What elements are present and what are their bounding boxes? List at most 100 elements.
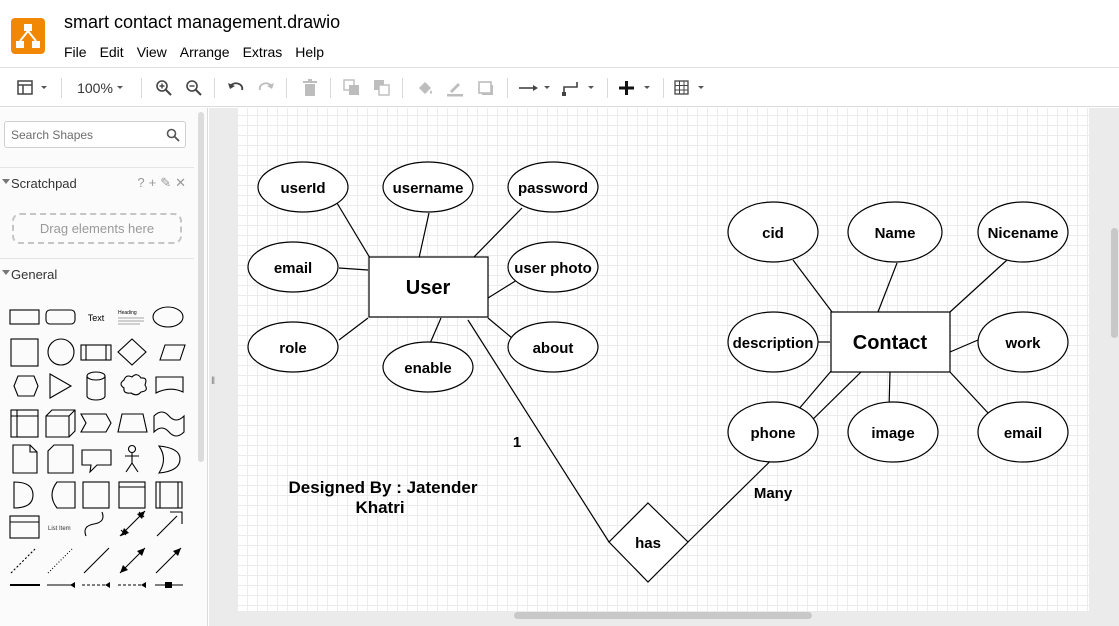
- shape-triangle[interactable]: [49, 373, 73, 399]
- attribute-cid[interactable]: [727, 201, 819, 263]
- entity-contact[interactable]: [830, 311, 951, 373]
- shape-dashed-line[interactable]: [10, 547, 37, 574]
- shadow-icon[interactable]: [474, 69, 498, 107]
- general-header[interactable]: General: [0, 258, 194, 288]
- search-input[interactable]: [11, 126, 161, 144]
- attribute-contact-email[interactable]: [977, 401, 1069, 463]
- shape-list-item[interactable]: List Item: [48, 526, 71, 532]
- insert-icon[interactable]: [617, 69, 655, 107]
- menu-arrange[interactable]: Arrange: [179, 44, 230, 60]
- shape-callout[interactable]: [81, 449, 112, 474]
- shape-cylinder[interactable]: [86, 371, 106, 401]
- attribute-name[interactable]: [847, 201, 943, 263]
- table-icon[interactable]: [672, 69, 710, 107]
- shape-list[interactable]: [9, 515, 40, 539]
- drawio-logo-icon[interactable]: [11, 18, 45, 54]
- menu-help[interactable]: Help: [295, 44, 325, 60]
- attribute-userid[interactable]: [257, 161, 349, 213]
- attribute-role[interactable]: [247, 321, 339, 373]
- shape-diamond[interactable]: [117, 338, 147, 366]
- attribute-about[interactable]: [507, 321, 599, 373]
- close-icon[interactable]: ✕: [175, 175, 186, 190]
- to-back-icon[interactable]: [370, 69, 394, 107]
- zoom-out-icon[interactable]: [182, 69, 206, 107]
- attribute-phone[interactable]: [727, 401, 819, 463]
- to-front-icon[interactable]: [340, 69, 364, 107]
- shape-process[interactable]: [80, 344, 112, 361]
- relationship-has[interactable]: [608, 502, 689, 583]
- fill-color-icon[interactable]: [413, 69, 437, 107]
- shape-circle[interactable]: [47, 338, 75, 366]
- delete-icon[interactable]: [298, 69, 322, 107]
- menu-view[interactable]: View: [136, 44, 167, 60]
- attribute-nicename[interactable]: [977, 201, 1069, 263]
- shape-or[interactable]: [157, 445, 181, 474]
- search-icon[interactable]: [166, 128, 180, 147]
- attribute-image[interactable]: [847, 401, 939, 463]
- connection-icon[interactable]: [516, 69, 554, 107]
- vertical-scrollbar[interactable]: [1111, 228, 1118, 338]
- shape-arrow[interactable]: [156, 511, 183, 537]
- shape-container[interactable]: [82, 481, 110, 509]
- sidebar-scrollbar[interactable]: [198, 112, 204, 462]
- menu-file[interactable]: File: [64, 44, 87, 60]
- shape-heading[interactable]: Heading: [118, 310, 137, 316]
- attribute-username[interactable]: [382, 161, 474, 213]
- shape-data-storage[interactable]: [51, 481, 76, 509]
- horizontal-scrollbar[interactable]: [514, 612, 812, 619]
- format-panel-icon[interactable]: [12, 69, 52, 107]
- shape-ellipse[interactable]: [152, 306, 184, 328]
- help-icon[interactable]: ?: [137, 175, 145, 190]
- scratchpad-header[interactable]: Scratchpad ? + ✎ ✕: [0, 167, 194, 197]
- shape-parallelogram[interactable]: [159, 344, 186, 361]
- collapse-arrow-icon: [2, 270, 10, 275]
- shape-dotted-line[interactable]: [47, 547, 74, 574]
- shape-internal-storage[interactable]: [10, 409, 39, 438]
- scratchpad-drop-zone[interactable]: Drag elements here: [12, 213, 182, 244]
- waypoints-icon[interactable]: [560, 69, 598, 107]
- add-icon[interactable]: +: [148, 175, 157, 190]
- shape-vertical-container[interactable]: [155, 481, 183, 509]
- document-title[interactable]: smart contact management.drawio: [64, 12, 341, 32]
- shape-swimlane[interactable]: [118, 481, 146, 509]
- attribute-work[interactable]: [977, 311, 1069, 373]
- zoom-in-icon[interactable]: [152, 69, 176, 107]
- shape-square[interactable]: [10, 338, 39, 367]
- shape-cube[interactable]: [45, 409, 76, 438]
- attribute-enable[interactable]: [382, 341, 474, 393]
- edit-icon[interactable]: ✎: [160, 175, 172, 190]
- entity-user[interactable]: [368, 256, 489, 318]
- diagram-canvas[interactable]: ‖: [209, 108, 1119, 626]
- shape-text[interactable]: Text: [88, 313, 105, 323]
- shape-line[interactable]: [83, 547, 110, 574]
- menu-extras[interactable]: Extras: [242, 44, 283, 60]
- shape-trapezoid[interactable]: [117, 413, 148, 433]
- shape-tape[interactable]: [153, 411, 185, 437]
- undo-icon[interactable]: [224, 69, 248, 107]
- shape-note[interactable]: [12, 444, 38, 474]
- entity-user-label: User: [406, 277, 451, 299]
- line-color-icon[interactable]: [443, 69, 467, 107]
- shape-step[interactable]: [80, 413, 112, 433]
- attribute-user-photo[interactable]: [507, 241, 599, 293]
- menu-bar: File Edit View Arrange Extras Help: [64, 44, 337, 60]
- attribute-description[interactable]: [727, 311, 819, 373]
- redo-icon[interactable]: [254, 69, 278, 107]
- shape-rounded-rectangle[interactable]: [45, 309, 76, 325]
- attribute-phone-label: phone: [751, 425, 796, 442]
- attribute-password[interactable]: [507, 161, 599, 213]
- zoom-select[interactable]: 100%: [72, 69, 132, 107]
- attribute-email[interactable]: [247, 241, 339, 293]
- shape-cloud[interactable]: [120, 374, 147, 396]
- attribute-name-label: Name: [875, 225, 916, 242]
- menu-edit[interactable]: Edit: [99, 44, 124, 60]
- shape-rectangle[interactable]: [9, 309, 40, 325]
- shape-document[interactable]: [155, 376, 184, 394]
- shape-delay[interactable]: [13, 481, 34, 509]
- shape-card[interactable]: [47, 444, 74, 474]
- diagram-page[interactable]: User userId username password email user…: [238, 108, 1089, 611]
- shape-hexagon[interactable]: [13, 375, 39, 397]
- shape-curve[interactable]: [84, 511, 104, 537]
- shape-actor[interactable]: [125, 453, 139, 473]
- sidebar-collapse-handle[interactable]: ‖: [211, 376, 216, 387]
